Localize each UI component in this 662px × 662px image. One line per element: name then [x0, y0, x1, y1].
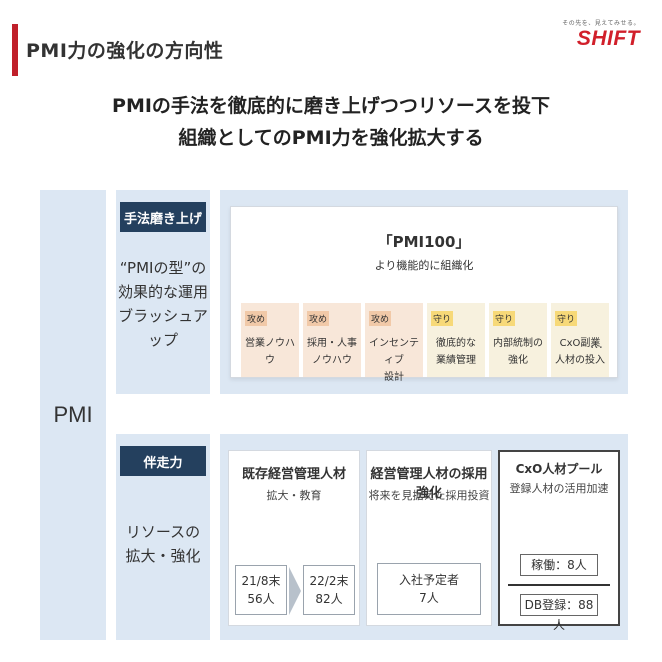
pmi100-card: 「PMI100」 より機能的に組織化 攻め 営業ノウハウ 攻め 採用・人事 ノウ…: [230, 206, 618, 383]
pmi100-item: 攻め 採用・人事 ノウハウ: [303, 303, 361, 377]
pmi100-item: 守り 徹底的な 業績管理: [427, 303, 485, 377]
pmi100-subtitle: より機能的に組織化: [374, 259, 474, 272]
item-text: インセンティブ 設計: [365, 335, 423, 386]
item-tag: 攻め: [369, 311, 392, 326]
item-tag: 守り: [493, 311, 516, 326]
cxo-subtitle: 登録人材の活用加速: [509, 482, 609, 495]
support-side-box: 伴走力 リソースの 拡大・強化: [116, 434, 210, 640]
support-desc-line: 拡大・強化: [125, 547, 201, 565]
count-before-box: 21/8末 56人: [235, 565, 287, 615]
recruit-subtitle: 将来を見据えた採用投資: [368, 489, 490, 502]
support-description: リソースの 拡大・強化: [116, 520, 210, 568]
count-after-value: 82人: [315, 592, 343, 606]
item-line: 営業ノウハウ: [245, 338, 295, 366]
item-tag: 攻め: [307, 311, 330, 326]
item-text: 徹底的な 業績管理: [427, 335, 485, 369]
item-text: 内部統制の 強化: [489, 335, 547, 369]
pmi100-card-list: 攻め 営業ノウハウ 攻め 採用・人事 ノウハウ 攻め インセンティブ 設計: [241, 303, 609, 383]
item-line: ノウハウ: [312, 355, 352, 366]
method-description: “PMIの型”の 効果的な運用 ブラッシュアップ: [116, 256, 210, 352]
method-panel: 「PMI100」 より機能的に組織化 攻め 営業ノウハウ 攻め 採用・人事 ノウ…: [220, 190, 628, 394]
recruit-count-box: 入社予定者 7人: [377, 563, 481, 615]
pmi100-item: 守り CxO副業 人材の投入: [551, 303, 609, 377]
item-line: 採用・人事: [307, 338, 357, 349]
cxo-registered-count: DB登録：88人: [520, 594, 598, 632]
support-desc-line: リソースの: [125, 523, 201, 541]
pmi100-item: 守り 内部統制の 強化: [489, 303, 547, 377]
method-desc-line: ブラッシュアップ: [118, 307, 208, 349]
item-line: 設計: [384, 372, 404, 383]
item-line: 人材の投入: [555, 355, 605, 366]
logo-tagline: その先を、見えてみせる。: [562, 20, 640, 27]
existing-talent-card: 既存経営管理人材 拡大・教育 21/8末 56人 22/2末 82人: [228, 450, 360, 626]
count-before-date: 21/8末: [241, 574, 281, 588]
existing-subtitle: 拡大・教育: [266, 489, 322, 502]
page-title: PMI力の強化の方向性: [26, 40, 224, 62]
cxo-active-count: 稼働：8人: [520, 554, 598, 576]
cxo-divider: [508, 584, 610, 586]
method-label: 手法磨き上げ: [120, 202, 206, 232]
support-panel: 既存経営管理人材 拡大・教育 21/8末 56人 22/2末 82人 経営管理人…: [220, 434, 628, 640]
headline-line-1: PMIの手法を徹底的に磨き上げつつリソースを投下: [112, 95, 550, 117]
existing-title: 既存経営管理人材: [241, 467, 346, 482]
item-line: インセンティブ: [369, 338, 419, 366]
item-line: 徹底的な: [436, 338, 476, 349]
recruit-card: 経営管理人材の採用強化 将来を見据えた採用投資 入社予定者 7人: [366, 450, 492, 626]
count-before-value: 56人: [247, 592, 275, 606]
more-ellipsis: …: [590, 337, 603, 352]
method-side-box: 手法磨き上げ “PMIの型”の 効果的な運用 ブラッシュアップ: [116, 190, 210, 394]
shift-logo: その先を、見えてみせる。 SHIFT: [562, 18, 640, 51]
method-desc-line: 効果的な運用: [117, 283, 208, 301]
item-line: 強化: [508, 355, 528, 366]
pmi-label: PMI: [53, 402, 93, 427]
pmi-column: PMI: [40, 190, 106, 640]
method-desc-line: “PMIの型”の: [119, 259, 207, 277]
recruit-count-value: 7人: [419, 591, 439, 605]
cxo-title: CxO人材プール: [515, 462, 603, 476]
item-tag: 守り: [431, 311, 454, 326]
pmi100-title: 「PMI100」: [377, 233, 471, 251]
pmi100-item: 攻め 営業ノウハウ: [241, 303, 299, 377]
item-text: 採用・人事 ノウハウ: [303, 335, 361, 369]
item-line: 内部統制の: [493, 338, 543, 349]
pmi100-item: 攻め インセンティブ 設計: [365, 303, 423, 383]
header-accent-bar: [12, 24, 18, 76]
item-line: CxO副業: [559, 338, 601, 349]
count-after-date: 22/2末: [309, 574, 349, 588]
recruit-count-label: 入社予定者: [398, 573, 459, 587]
item-text: CxO副業 人材の投入: [551, 335, 609, 369]
logo-text: SHIFT: [576, 27, 640, 50]
item-text: 営業ノウハウ: [241, 335, 299, 369]
count-after-box: 22/2末 82人: [303, 565, 355, 615]
growth-arrow-icon: [289, 567, 301, 615]
headline: PMIの手法を徹底的に磨き上げつつリソースを投下 組織としてのPMI力を強化拡大…: [0, 90, 662, 154]
recruit-title: 経営管理人材の採用強化: [370, 467, 488, 501]
headline-line-2: 組織としてのPMI力を強化拡大する: [178, 127, 484, 149]
item-tag: 攻め: [245, 311, 268, 326]
item-line: 業績管理: [436, 355, 476, 366]
item-tag: 守り: [555, 311, 578, 326]
cxo-pool-card: CxO人材プール 登録人材の活用加速 稼働：8人 DB登録：88人: [498, 450, 620, 632]
support-label: 伴走力: [120, 446, 206, 476]
